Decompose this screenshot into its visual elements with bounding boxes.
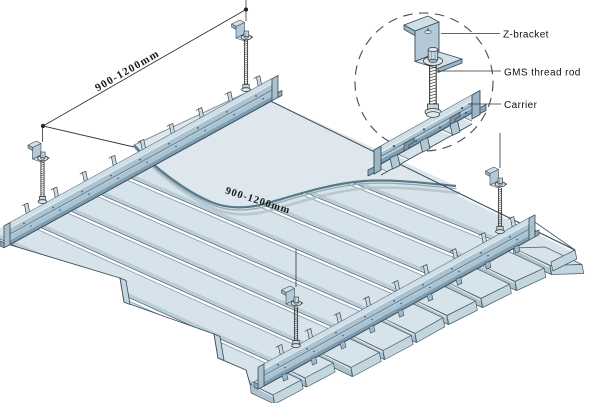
svg-text:Z-bracket: Z-bracket [503, 30, 549, 41]
svg-text:Carrier: Carrier [504, 100, 538, 111]
svg-text:GMS thread rod: GMS thread rod [504, 68, 581, 79]
